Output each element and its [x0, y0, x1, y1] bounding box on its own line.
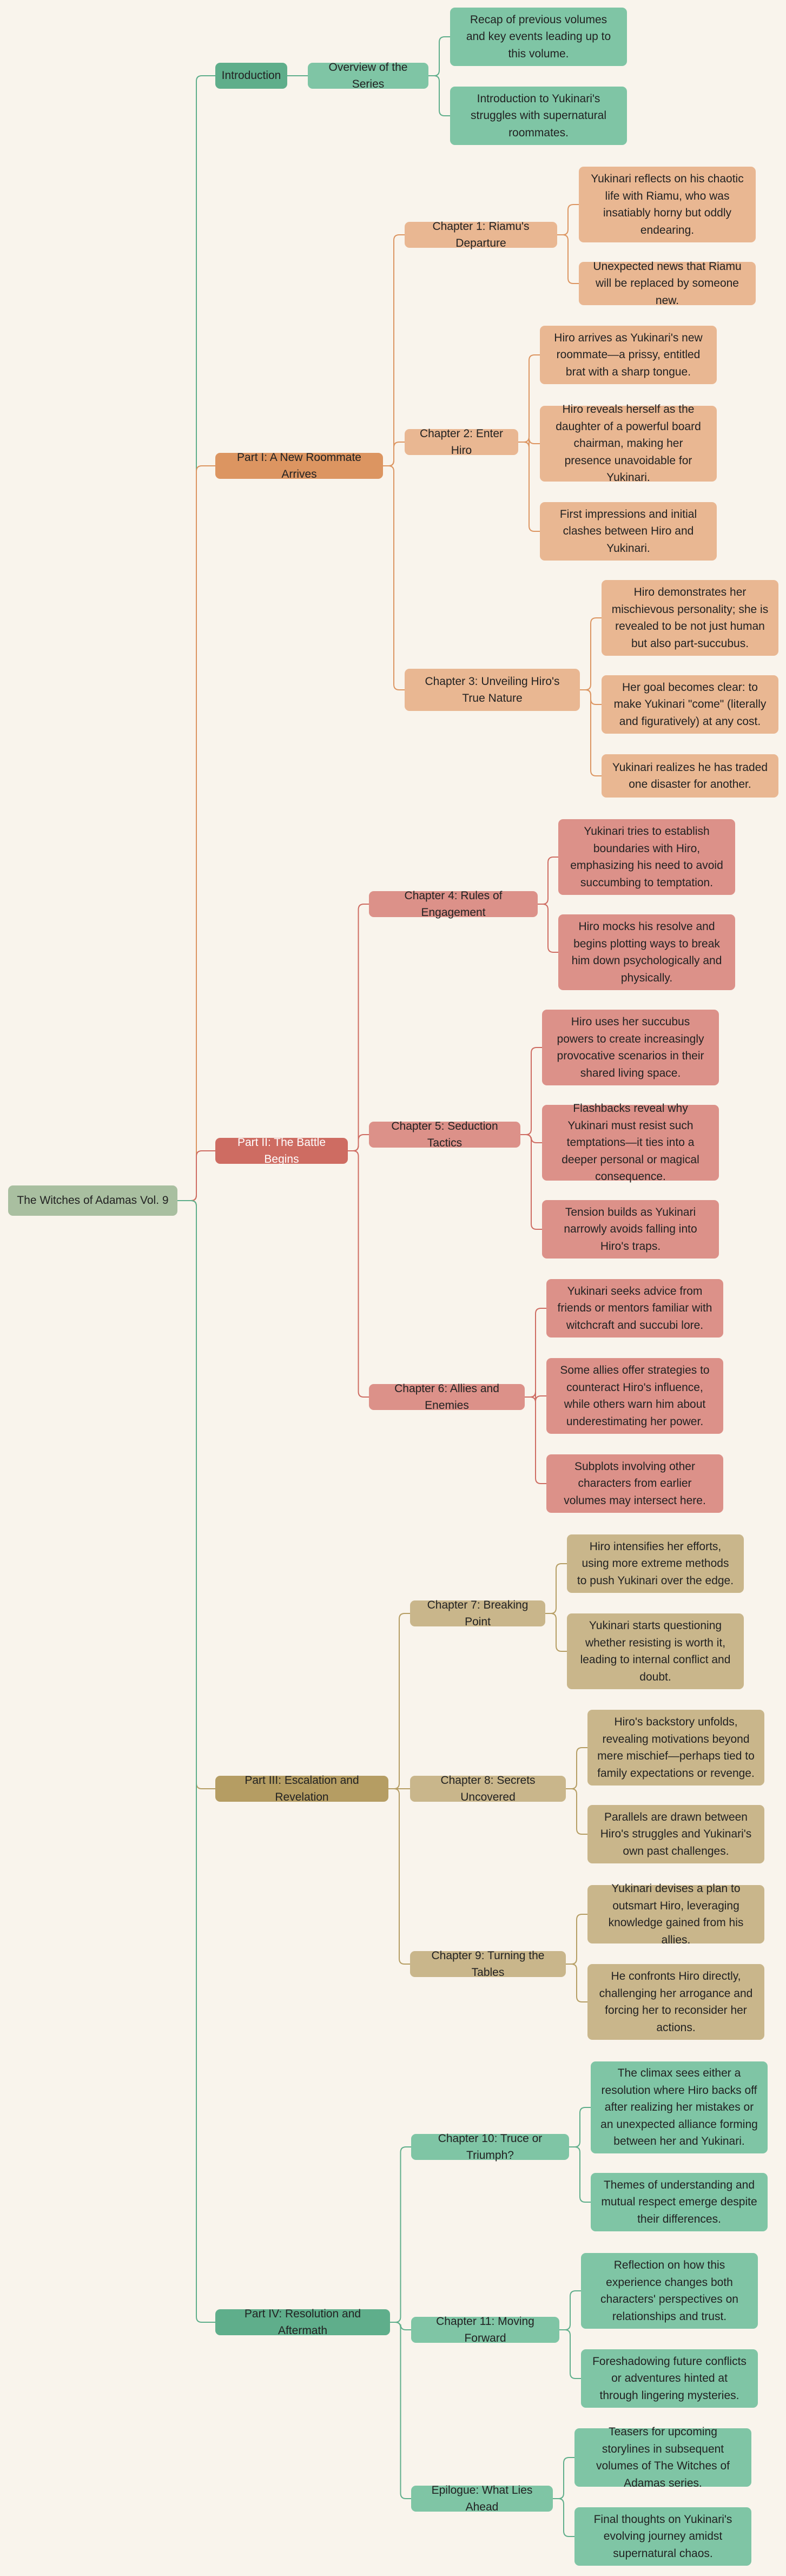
part-node-part-3[interactable]: Part III: Escalation and Revelation: [215, 1774, 388, 1803]
connector-line: [177, 465, 215, 1201]
point-node[interactable]: Yukinari starts questioning whether resi…: [567, 1613, 744, 1689]
section-node-overview[interactable]: Overview of the Series: [308, 61, 428, 90]
point-node[interactable]: Reflection on how this experience change…: [581, 2253, 758, 2329]
connector-line: [390, 2322, 411, 2499]
connector-line: [390, 2146, 411, 2323]
point-node[interactable]: Introduction to Yukinari's struggles wit…: [450, 87, 627, 145]
connector-line: [566, 1747, 587, 1789]
section-node-chapter-3[interactable]: Chapter 3: Unveiling Hiro's True Nature: [405, 669, 580, 711]
connector-line: [569, 2146, 591, 2203]
connector-line: [580, 617, 602, 690]
section-node-chapter-7[interactable]: Chapter 7: Breaking Point: [410, 1599, 545, 1628]
connector-line: [559, 2329, 581, 2379]
connector-line: [348, 1150, 369, 1398]
point-node[interactable]: Flashbacks reveal why Yukinari must resi…: [542, 1102, 719, 1183]
point-node[interactable]: Hiro intensifies her efforts, using more…: [567, 1534, 744, 1593]
connector-line: [525, 1391, 546, 1402]
connector-line: [388, 1788, 410, 1965]
connector-line: [525, 1396, 546, 1484]
part-node-part-4[interactable]: Part IV: Resolution and Aftermath: [215, 2308, 390, 2337]
connector-line: [559, 2290, 581, 2330]
section-node-chapter-11[interactable]: Chapter 11: Moving Forward: [411, 2315, 559, 2344]
connector-line: [545, 1613, 567, 1652]
connector-line: [557, 204, 579, 235]
part-node-part-1[interactable]: Part I: A New Roommate Arrives: [215, 451, 383, 480]
section-node-chapter-8[interactable]: Chapter 8: Secrets Uncovered: [410, 1774, 566, 1803]
point-node[interactable]: Recap of previous volumes and key events…: [450, 8, 627, 66]
connector-line: [520, 1047, 542, 1135]
connector-line: [177, 1200, 215, 2323]
point-node[interactable]: Yukinari tries to establish boundaries w…: [558, 819, 735, 895]
point-node[interactable]: He confronts Hiro directly, challenging …: [587, 1964, 764, 2040]
connector-line: [518, 442, 540, 532]
connector-line: [428, 36, 450, 76]
point-node[interactable]: Yukinari reflects on his chaotic life wi…: [579, 167, 756, 242]
part-node-part-2[interactable]: Part II: The Battle Begins: [215, 1136, 348, 1165]
point-node[interactable]: Teasers for upcoming storylines in subse…: [574, 2426, 751, 2489]
point-node[interactable]: Hiro mocks his resolve and begins plotti…: [558, 914, 735, 990]
point-node[interactable]: Final thoughts on Yukinari's evolving jo…: [574, 2507, 751, 2566]
connector-line: [566, 1964, 587, 2002]
point-node[interactable]: Yukinari seeks advice from friends or me…: [546, 1279, 723, 1338]
connector-line: [566, 1788, 587, 1835]
connector-line: [383, 465, 405, 690]
point-node[interactable]: Parallels are drawn between Hiro's strug…: [587, 1805, 764, 1863]
connector-line: [348, 1134, 369, 1151]
connector-line: [557, 234, 579, 284]
connector-line: [348, 904, 369, 1151]
point-node[interactable]: Yukinari realizes he has traded one disa…: [602, 754, 778, 798]
connector-line: [177, 1150, 215, 1201]
point-node[interactable]: Foreshadowing future conflicts or advent…: [581, 2349, 758, 2408]
point-node[interactable]: Hiro demonstrates her mischievous person…: [602, 580, 778, 656]
point-node[interactable]: First impressions and initial clashes be…: [540, 502, 717, 561]
connector-line: [566, 1914, 587, 1965]
connector-line: [520, 1134, 542, 1230]
connector-line: [383, 234, 405, 466]
point-node[interactable]: Tension builds as Yukinari narrowly avoi…: [542, 1200, 719, 1259]
point-node[interactable]: Yukinari devises a plan to outsmart Hiro…: [587, 1882, 764, 1946]
point-node[interactable]: Unexpected news that Riamu will be repla…: [579, 260, 756, 307]
connector-line: [569, 2107, 591, 2147]
section-node-chapter-10[interactable]: Chapter 10: Truce or Triumph?: [411, 2132, 569, 2162]
point-node[interactable]: The climax sees either a resolution wher…: [591, 2061, 768, 2153]
connector-line: [538, 857, 558, 905]
point-node[interactable]: Hiro uses her succubus powers to create …: [542, 1010, 719, 1085]
point-node[interactable]: Some allies offer strategies to countera…: [546, 1358, 723, 1434]
section-node-chapter-2[interactable]: Chapter 2: Enter Hiro: [405, 427, 518, 457]
connector-line: [553, 2457, 574, 2499]
connector-line: [538, 904, 558, 953]
connector-line: [553, 2498, 574, 2537]
point-node[interactable]: Her goal becomes clear: to make Yukinari…: [602, 675, 778, 734]
section-node-chapter-1[interactable]: Chapter 1: Riamu's Departure: [405, 220, 557, 249]
connector-line: [428, 75, 450, 116]
section-node-chapter-4[interactable]: Chapter 4: Rules of Engagement: [369, 890, 538, 919]
point-node[interactable]: Hiro arrives as Yukinari's new roommate—…: [540, 326, 717, 384]
connector-line: [545, 1563, 567, 1614]
part-node-introduction[interactable]: Introduction: [215, 63, 287, 89]
section-node-epilogue[interactable]: Epilogue: What Lies Ahead: [411, 2484, 553, 2513]
connector-line: [383, 442, 405, 466]
point-node[interactable]: Hiro's backstory unfolds, revealing moti…: [587, 1710, 764, 1786]
point-node[interactable]: Themes of understanding and mutual respe…: [591, 2173, 768, 2231]
root-node[interactable]: The Witches of Adamas Vol. 9: [8, 1185, 177, 1216]
connector-line: [388, 1613, 410, 1789]
section-node-chapter-5[interactable]: Chapter 5: Seduction Tactics: [369, 1120, 520, 1149]
section-node-chapter-9[interactable]: Chapter 9: Turning the Tables: [410, 1949, 566, 1979]
connector-line: [518, 354, 540, 443]
section-node-chapter-6[interactable]: Chapter 6: Allies and Enemies: [369, 1382, 525, 1412]
point-node[interactable]: Subplots involving other characters from…: [546, 1454, 723, 1513]
point-node[interactable]: Hiro reveals herself as the daughter of …: [540, 403, 717, 484]
connector-line: [525, 1308, 546, 1398]
connector-line: [580, 689, 602, 776]
